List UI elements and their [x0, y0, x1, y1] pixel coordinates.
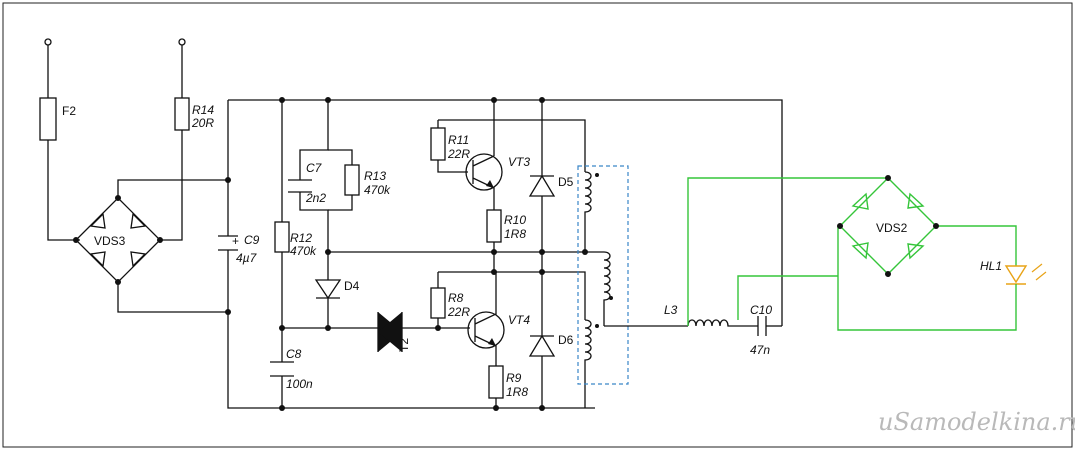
label-r13-value: 470k [364, 183, 391, 197]
resistor-r12 [274, 221, 290, 253]
label-c8: C8 [286, 347, 302, 361]
label-c7: C7 [306, 161, 323, 175]
label-c9-value: 4µ7 [236, 251, 258, 265]
resistor-r13 [344, 164, 360, 196]
label-l3: L3 [664, 303, 678, 317]
resistor-r10 [486, 209, 502, 243]
diode-d6 [528, 334, 556, 357]
label-d6: D6 [558, 333, 574, 347]
junctions [73, 97, 939, 411]
led-hl1 [1004, 265, 1028, 284]
label-r9: R9 [506, 371, 522, 385]
diode-d4 [314, 279, 342, 300]
label-r8: R8 [448, 291, 464, 305]
label-r8-value: 22R [447, 305, 470, 319]
label-r14-value: 20R [191, 116, 214, 130]
transistor-vt4 [430, 252, 586, 408]
label-r13: R13 [364, 169, 386, 183]
label-hl1: HL1 [980, 259, 1002, 273]
label-vds2: VDS2 [876, 221, 908, 235]
label-c9: C9 [244, 233, 260, 247]
diac-t2 [372, 312, 438, 352]
transistor-vt3 [430, 100, 586, 272]
capacitor-c10 [757, 316, 767, 336]
resistor-r11 [430, 127, 446, 161]
bias-network [270, 100, 604, 408]
label-r14: R14 [192, 103, 214, 117]
led-section [687, 177, 1047, 331]
label-r11-value: 22R [447, 147, 470, 161]
label-c7-value: 2n2 [305, 191, 326, 205]
label-r9-value: 1R8 [506, 385, 528, 399]
label-c8-value: 100n [286, 377, 313, 391]
resistor-r9 [488, 365, 504, 399]
output-lc [604, 316, 782, 336]
resistor-r8 [430, 287, 446, 319]
diode-d5 [528, 174, 556, 197]
label-f2: F2 [62, 104, 76, 118]
label-vt3: VT3 [508, 155, 530, 169]
capacitor-c8 [270, 361, 294, 377]
label-r10-value: 1R8 [504, 227, 526, 241]
label-r11: R11 [448, 133, 469, 147]
label-t2: T2 [397, 338, 411, 352]
transformer [577, 165, 629, 408]
fuse-f2 [39, 97, 57, 141]
terminal-right[interactable] [178, 38, 186, 46]
label-vt4: VT4 [508, 313, 530, 327]
label-d5: D5 [558, 175, 574, 189]
label-r12-value: 470k [290, 244, 317, 258]
label-c10: C10 [750, 303, 772, 317]
core-outline [577, 165, 629, 385]
label-r12: R12 [290, 231, 312, 245]
watermark-text: uSamodelkina.ru [878, 408, 1075, 436]
resistor-r14 [174, 97, 190, 131]
label-d4: D4 [344, 279, 360, 293]
label-r10: R10 [504, 213, 526, 227]
dc-bus [218, 99, 783, 409]
label-c9-plus: + [232, 234, 239, 248]
mains-input [39, 38, 190, 241]
terminal-left[interactable] [44, 38, 52, 46]
label-vds3: VDS3 [94, 234, 126, 248]
label-c10-value: 47n [750, 343, 770, 357]
capacitor-c7 [288, 179, 312, 193]
